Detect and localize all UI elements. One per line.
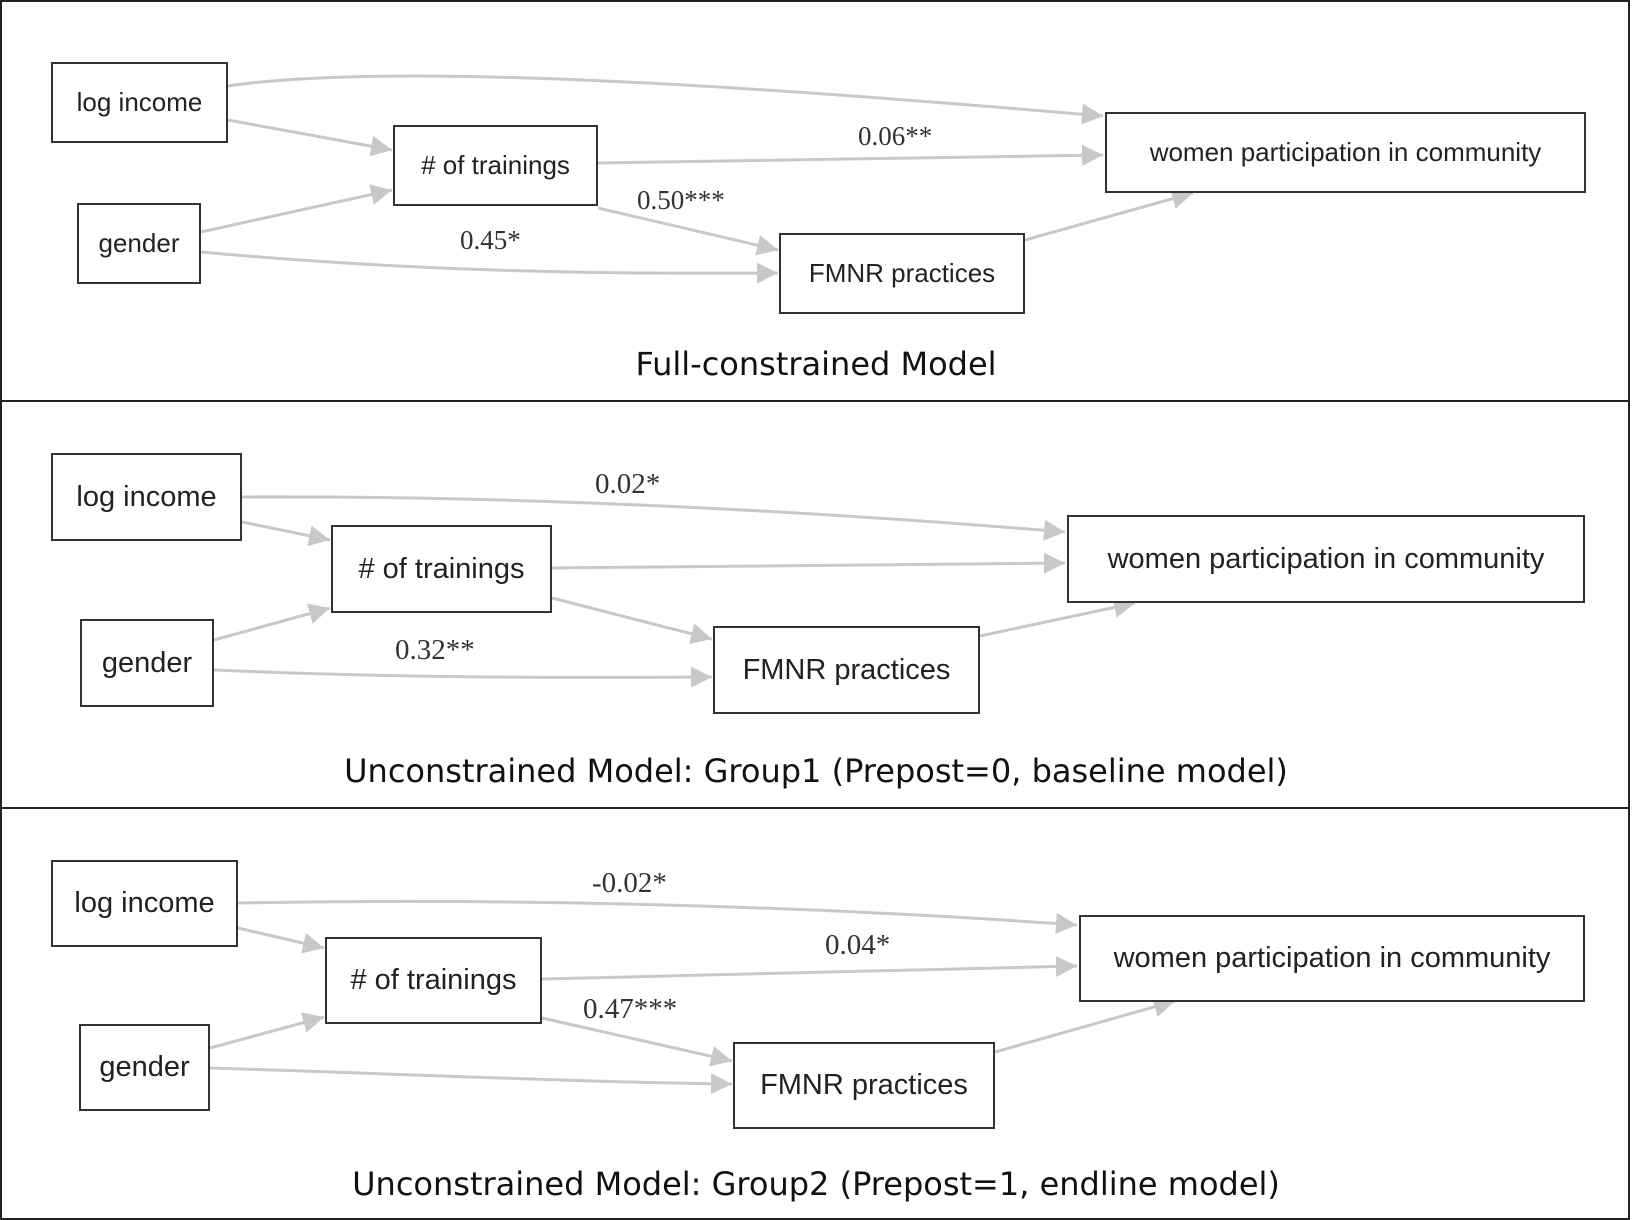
edge-p2-gender-trainings	[213, 603, 331, 642]
node-gender: gender	[80, 619, 214, 707]
coef-trainings-women: 0.04*	[825, 929, 891, 961]
coef-income-women: -0.02*	[592, 867, 667, 899]
edge-p3-trainings-fmnr	[541, 1016, 733, 1067]
edge-p1-trainings-women	[597, 144, 1104, 166]
node-log-income: log income	[51, 453, 242, 541]
node-trainings: # of trainings	[331, 525, 552, 613]
edge-p1-income-women	[227, 74, 1104, 125]
edge-p2-trainings-women	[551, 552, 1066, 574]
node-gender: gender	[79, 1024, 210, 1111]
node-trainings: # of trainings	[393, 125, 598, 206]
edge-p1-gender-trainings	[200, 184, 393, 234]
coef-gender-fmnr: 0.32**	[395, 634, 475, 666]
edge-p1-gender-fmnr	[200, 250, 779, 284]
node-women-participation: women participation in community	[1079, 915, 1585, 1002]
coef-trainings-fmnr: 0.47***	[583, 993, 678, 1025]
panel-group2	[0, 807, 1630, 1220]
edge-p1-trainings-fmnr	[597, 206, 779, 256]
node-fmnr-practices: FMNR practices	[779, 233, 1025, 314]
edge-p2-gender-fmnr	[213, 666, 713, 688]
node-women-participation: women participation in community	[1067, 515, 1585, 603]
panel-caption: Unconstrained Model: Group2 (Prepost=1, …	[352, 1165, 1280, 1203]
edge-p3-trainings-women	[541, 956, 1078, 981]
coef-trainings-women: 0.06**	[858, 121, 933, 151]
coef-trainings-fmnr: 0.50***	[637, 185, 725, 215]
edge-p2-income-women	[241, 495, 1066, 541]
edge-p2-income-trainings	[241, 520, 331, 547]
coef-income-women: 0.02*	[595, 468, 661, 500]
edge-p1-income-trainings	[227, 118, 393, 157]
node-trainings: # of trainings	[325, 937, 542, 1024]
node-log-income: log income	[51, 62, 228, 143]
panel-group1	[0, 400, 1630, 809]
edge-p3-income-trainings	[237, 926, 325, 954]
edge-p3-gender-trainings	[209, 1012, 325, 1050]
panel-caption: Full-constrained Model	[635, 345, 997, 383]
coef-gender-fmnr: 0.45*	[460, 225, 521, 255]
edge-p3-income-women	[237, 899, 1078, 934]
node-women-participation: women participation in community	[1105, 112, 1586, 193]
edge-p3-fmnr-women	[994, 996, 1176, 1054]
node-fmnr-practices: FMNR practices	[713, 626, 980, 714]
panel-caption: Unconstrained Model: Group1 (Prepost=0, …	[344, 752, 1288, 790]
edge-p2-trainings-fmnr	[551, 596, 713, 644]
node-log-income: log income	[51, 860, 238, 947]
node-fmnr-practices: FMNR practices	[733, 1042, 995, 1129]
node-gender: gender	[77, 203, 201, 284]
panel-full-constrained	[0, 0, 1630, 402]
edge-p3-gender-fmnr	[209, 1066, 733, 1095]
edge-p2-fmnr-women	[979, 597, 1136, 638]
edge-p1-fmnr-women	[1024, 188, 1194, 242]
